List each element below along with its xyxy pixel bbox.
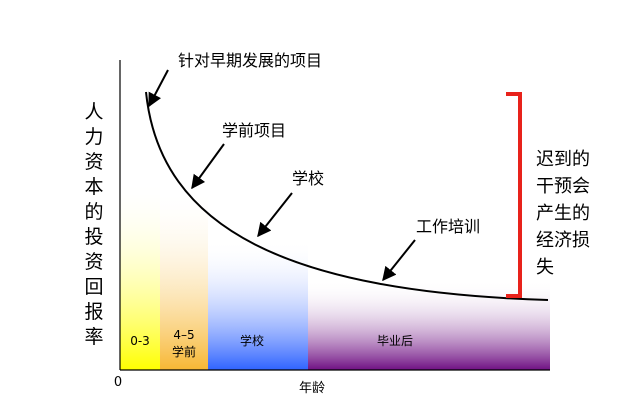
- band-label-after-graduation: 毕业后: [377, 334, 413, 348]
- svg-text:率: 率: [84, 326, 103, 348]
- label-job-training: 工作培训: [416, 217, 480, 236]
- band-0-3: [120, 180, 160, 370]
- band-label-0-3: 0-3: [130, 334, 150, 348]
- origin-label: 0: [114, 375, 122, 390]
- band-label-preschool: 学前: [172, 344, 196, 359]
- svg-text:回: 回: [84, 276, 103, 298]
- svg-text:产生的: 产生的: [536, 203, 590, 224]
- x-axis-label: 年龄: [299, 381, 325, 396]
- svg-text:失: 失: [536, 257, 554, 278]
- label-early-programs: 针对早期发展的项目: [178, 51, 322, 70]
- label-preschool-programs: 学前项目: [222, 121, 286, 140]
- y-axis-label: 人 力 资 本 的 投 资 回 报 率: [84, 101, 103, 348]
- arrow-early: [148, 69, 169, 108]
- svg-text:迟到的: 迟到的: [536, 149, 590, 170]
- svg-text:资: 资: [84, 151, 103, 173]
- band-after-graduation: [308, 280, 550, 370]
- late-intervention-note: 迟到的 干预会 产生的 经济损 失: [536, 149, 590, 278]
- arrow-training: [382, 239, 416, 282]
- band-label-school: 学校: [240, 333, 264, 348]
- svg-text:资: 资: [84, 251, 103, 273]
- svg-text:力: 力: [84, 126, 103, 148]
- arrow-school: [257, 192, 293, 238]
- svg-text:投: 投: [84, 226, 103, 248]
- svg-text:经济损: 经济损: [536, 230, 590, 251]
- label-school: 学校: [292, 169, 324, 188]
- svg-text:报: 报: [84, 301, 103, 323]
- svg-text:人: 人: [84, 101, 103, 123]
- svg-text:干预会: 干预会: [536, 176, 590, 197]
- loss-bracket: [506, 92, 522, 298]
- band-school: [208, 240, 308, 370]
- svg-text:的: 的: [84, 201, 103, 223]
- arrow-preschool: [191, 143, 225, 190]
- band-label-4-5: 4–5: [173, 328, 194, 342]
- return-curve: [145, 91, 549, 301]
- band-4-5-preschool: [160, 190, 208, 370]
- svg-text:本: 本: [84, 176, 103, 198]
